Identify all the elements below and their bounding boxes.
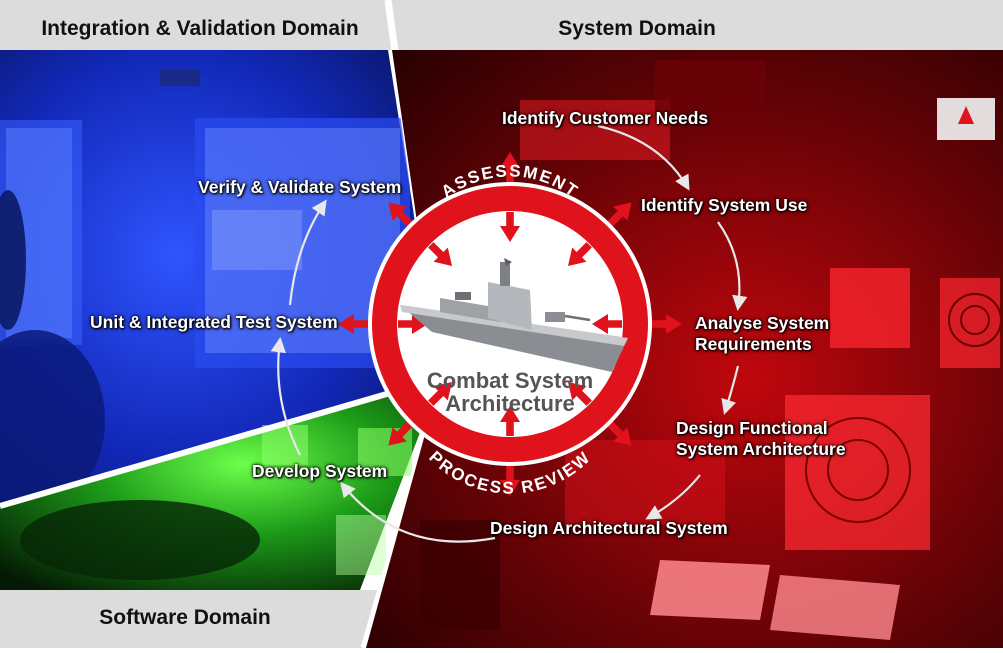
center-title: Combat System Architecture <box>427 369 593 415</box>
inward-arrow-lower-right <box>568 382 592 406</box>
step-design-func-line2: System Architecture <box>676 438 846 459</box>
red-console-top <box>520 100 670 160</box>
ship-deck <box>400 305 628 346</box>
cycle-arrow-5 <box>340 481 496 543</box>
radar-circle-1-inner <box>960 305 990 335</box>
inward-arrow-upper-right <box>568 242 592 266</box>
red-keyboard-1 <box>650 560 770 620</box>
step-design-functional-architecture: Design Functional System Architecture <box>676 418 846 459</box>
red-console-mid <box>565 440 725 525</box>
step-unit-integrated-test: Unit & Integrated Test System <box>90 312 338 332</box>
ship-superstructure <box>488 282 532 330</box>
operator-silhouette <box>0 330 105 510</box>
green-panel <box>336 515 386 575</box>
ship-turret <box>545 312 565 322</box>
step-analyse-line2: Requirements <box>695 333 812 354</box>
ship-mast <box>500 262 510 286</box>
ship-hangar <box>440 298 500 322</box>
red-console-upper <box>655 60 765 115</box>
blue-screen-panel <box>212 210 302 270</box>
inward-arrow-left <box>398 314 428 334</box>
blue-console-label <box>160 70 200 86</box>
bottom-left-header-band <box>0 590 380 648</box>
small-display-indicator <box>958 106 974 124</box>
step-verify-validate: Verify & Validate System <box>198 177 402 197</box>
red-keyboard-2 <box>770 575 900 640</box>
top-header-band <box>0 0 1003 50</box>
cycle-arrow-6 <box>270 336 301 456</box>
blue-monitor-right-screen <box>205 128 400 353</box>
outward-arrow-left <box>338 314 375 334</box>
center-title-line1: Combat System <box>426 368 594 393</box>
outward-arrow-top <box>500 152 520 189</box>
inward-arrows <box>398 212 622 436</box>
center-title-line2: Architecture <box>445 391 575 417</box>
step-develop-system: Develop System <box>252 461 388 481</box>
system-domain-header: System Domain <box>558 17 716 40</box>
step-design-architectural-system: Design Architectural System <box>490 518 728 538</box>
cycle-arrow-4 <box>645 474 701 520</box>
ship-stack <box>455 292 471 300</box>
ship-gun <box>564 314 591 322</box>
cycle-arrow-7 <box>288 199 327 306</box>
cycle-arrow-3 <box>721 365 740 415</box>
red-panel-left <box>420 520 500 630</box>
green-keypad-1 <box>262 425 308 465</box>
inward-arrow-right <box>592 314 622 334</box>
ship-illustration <box>400 258 628 372</box>
software-domain-header: Software Domain <box>99 606 271 629</box>
radar-circle-1 <box>948 293 1002 347</box>
cycle-arrow-1 <box>597 124 690 191</box>
inward-arrow-lower-left <box>428 382 452 406</box>
integration-domain-header: Integration & Validation Domain <box>41 17 359 40</box>
step-design-func-line1: Design Functional <box>676 418 828 438</box>
outward-arrow-right <box>645 314 682 334</box>
divider-green-blue <box>0 375 443 509</box>
outward-arrow-bottom <box>500 459 520 496</box>
red-radar-screen-1 <box>830 268 910 348</box>
red-radar-screen-3 <box>785 395 930 550</box>
operator-head <box>0 190 26 330</box>
inward-arrow-upper-left <box>428 242 452 266</box>
step-identify-customer-needs: Identify Customer Needs <box>502 108 709 128</box>
step-identify-system-use: Identify System Use <box>641 195 808 215</box>
radar-circle-2-inner <box>827 439 889 501</box>
step-analyse-line1: Analyse System <box>695 313 830 333</box>
ship-hull <box>400 305 628 372</box>
green-operator-arm <box>20 500 260 580</box>
radar-circle-2 <box>805 417 911 523</box>
step-analyse-system-requirements: Analyse System Requirements <box>695 313 829 354</box>
inward-arrow-top <box>500 212 520 242</box>
ship-mast-top <box>504 258 512 266</box>
cycle-arrow-2 <box>717 221 748 312</box>
inward-arrow-bottom <box>500 406 520 436</box>
